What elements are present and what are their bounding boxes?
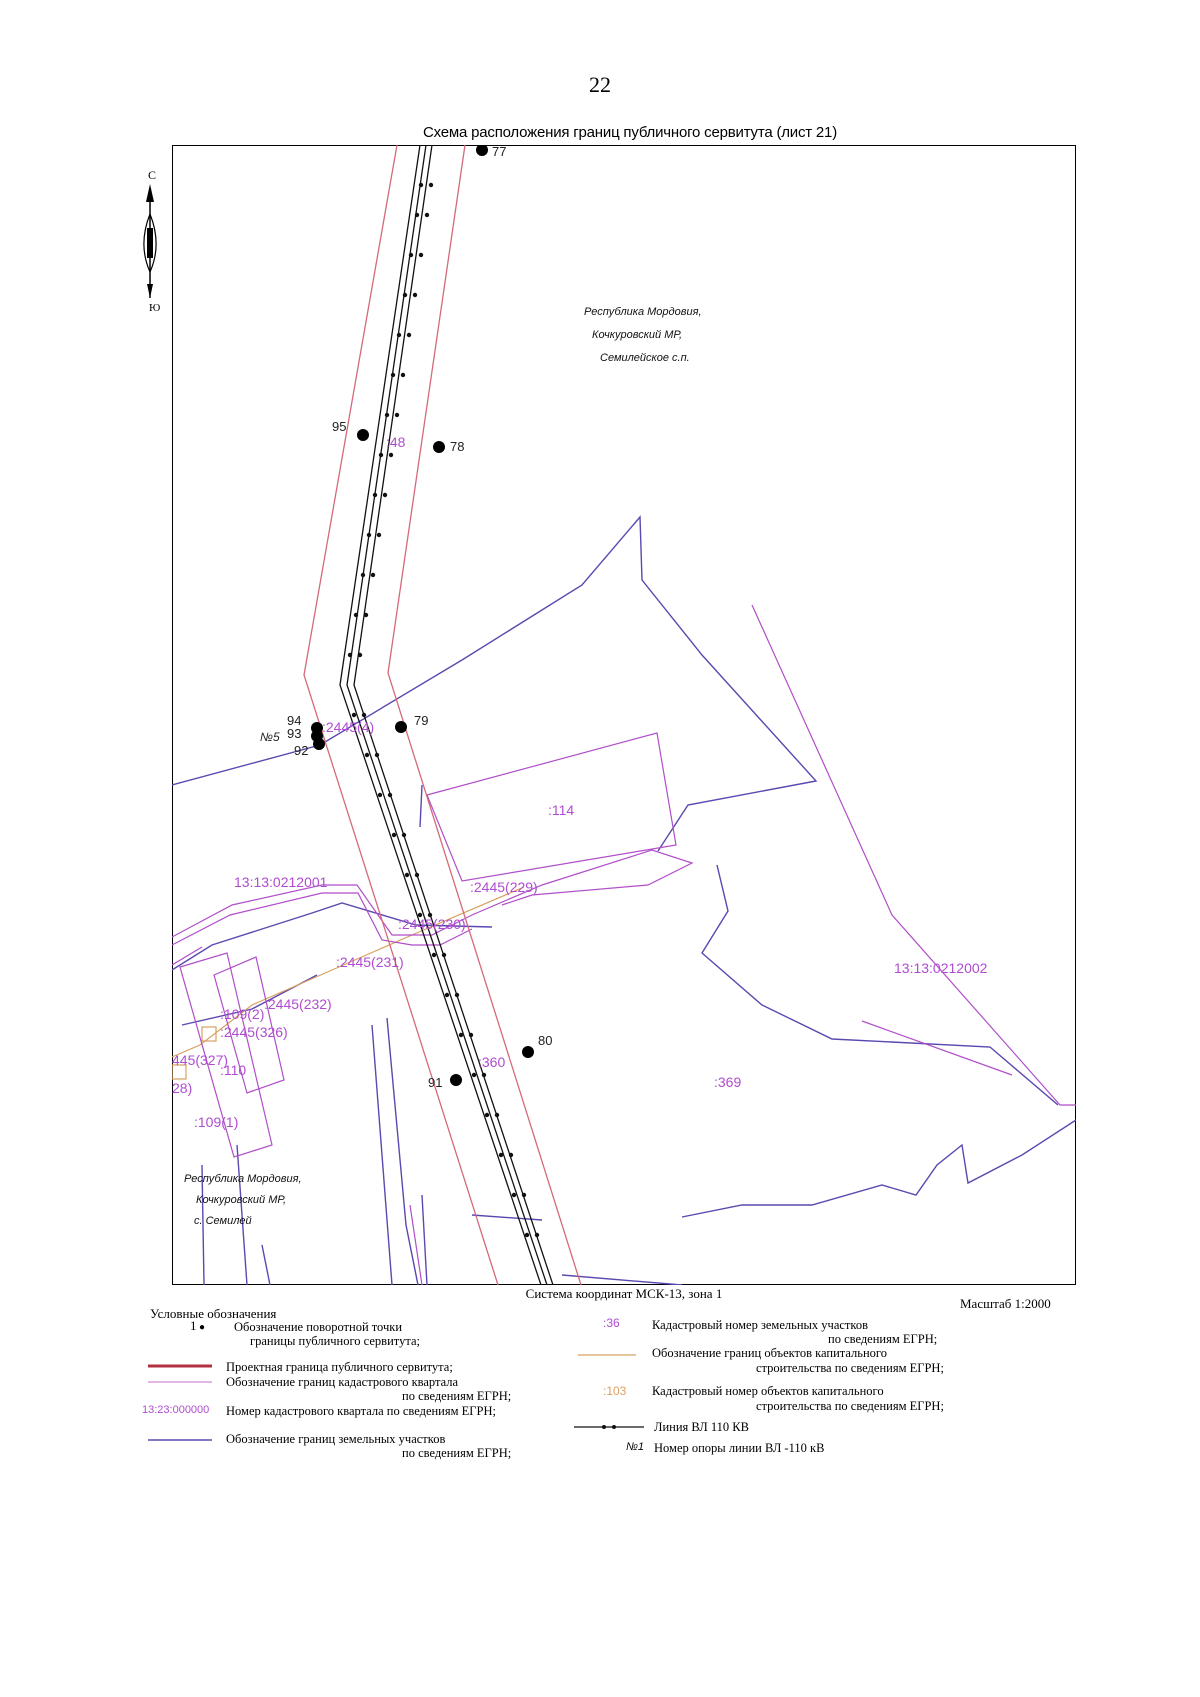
legend-power-line [574, 1425, 644, 1429]
turning-point-78 [433, 441, 445, 453]
legend-building-number-sample: :103 [603, 1384, 627, 1398]
quarter-label: 13:13:0212001 [234, 874, 328, 890]
region-label-line: Республика Мордовия, [184, 1173, 302, 1185]
map-canvas: 77 95 78 94 93 92 79 80 91 №5 :48 :2445(… [172, 145, 1076, 1285]
parcel-label: :109(1) [194, 1114, 238, 1130]
pole-label: №5 [260, 730, 280, 744]
parcel-label: :2445(231) [336, 954, 404, 970]
point-label: 92 [294, 743, 308, 758]
quarter-boundaries [172, 604, 1076, 1285]
parcel-label: :48 [386, 434, 406, 450]
legend-parcel-line [148, 1439, 212, 1441]
parcel-label: :2445(232) [264, 996, 332, 1012]
point-label: 79 [414, 713, 428, 728]
legend-point-number: 1 [190, 1318, 197, 1333]
legend-point-text-1: Обозначение поворотной точки [234, 1320, 403, 1334]
parcel-label: :2445(326) [220, 1024, 288, 1040]
parcel-label: :369 [714, 1074, 741, 1090]
point-label: 77 [492, 145, 506, 159]
map-frame [172, 145, 1076, 1285]
legend-power-line-text: Линия ВЛ 110 КВ [654, 1420, 749, 1434]
page-number: 22 [589, 72, 611, 97]
legend-quarter-text-2: по сведениям ЕГРН; [402, 1389, 512, 1403]
turning-point-91 [450, 1074, 462, 1086]
turning-point-92 [313, 738, 325, 750]
quarter-label: 13:13:0212002 [894, 960, 988, 976]
point-label: 91 [428, 1075, 442, 1090]
parcel-label: :110 [220, 1062, 246, 1078]
legend-parcel-number-text-1: Кадастровый номер земельных участков [652, 1318, 868, 1332]
legend-parcel-text-2: по сведениям ЕГРН; [402, 1446, 512, 1460]
parcel-label: 28) [172, 1080, 192, 1096]
point-label: 95 [332, 419, 346, 434]
point-label: 93 [287, 726, 301, 741]
legend-servitude-text: Проектная граница публичного сервитута; [226, 1360, 453, 1374]
legend-title: Условные обозначения [150, 1306, 277, 1321]
coordinate-system: Система координат МСК-13, зона 1 [525, 1286, 723, 1301]
legend-parcel-number-sample: :36 [603, 1316, 620, 1330]
turning-point-95 [357, 429, 369, 441]
region-label-line: Кочкуровский МР, [592, 329, 682, 341]
legend-servitude-line [148, 1364, 212, 1368]
legend-building-line [578, 1354, 636, 1356]
legend-quarter-number-text: Номер кадастрового квартала по сведениям… [226, 1404, 496, 1418]
legend-building-text-2: строительства по сведениям ЕГРН; [756, 1361, 944, 1375]
north-label-bottom: Ю [149, 302, 161, 314]
map-scale: Масштаб 1:2000 [960, 1296, 1051, 1311]
north-arrow-icon [143, 184, 157, 298]
legend-parcel-text-1: Обозначение границ земельных участков [226, 1432, 446, 1446]
north-label-top: С [148, 168, 157, 182]
legend-quarter-number-sample: 13:23:000000 [142, 1404, 210, 1416]
power-line-ticks [347, 182, 540, 1238]
region-label-line: Семилейское с.п. [600, 352, 690, 364]
region-label-line: Республика Мордовия, [584, 306, 702, 318]
parcel-label: :109(2) [220, 1006, 264, 1022]
parcel-label: 445(327) [172, 1052, 228, 1068]
parcel-label: :2445(229) [470, 879, 538, 895]
parcel-label: :114 [548, 802, 574, 818]
parcel-label: :2445(4) [322, 719, 374, 735]
power-line [339, 145, 554, 1285]
legend-building-number-text-1: Кадастровый номер объектов капитального [652, 1384, 884, 1398]
turning-point-77 [476, 145, 488, 156]
servitude-boundaries [303, 145, 582, 1285]
point-label: 94 [287, 713, 301, 728]
legend-quarter-text-1: Обозначение границ кадастрового квартала [226, 1375, 459, 1389]
parcel-label: :360 [478, 1054, 505, 1070]
legend-pole-sample: №1 [626, 1441, 645, 1453]
legend-point-text-2: границы публичного сервитута; [250, 1334, 420, 1348]
parcel-boundaries [172, 515, 1076, 1285]
legend-parcel-number-text-2: по сведениям ЕГРН; [828, 1332, 938, 1346]
point-label: 80 [538, 1033, 552, 1048]
turning-point-80 [522, 1046, 534, 1058]
map-title: Схема расположения границ публичного сер… [422, 124, 837, 141]
legend-building-number-text-2: строительства по сведениям ЕГРН; [756, 1399, 944, 1413]
turning-point-79 [395, 721, 407, 733]
parcel-label: :2445(230) [398, 916, 466, 932]
legend-quarter-line [148, 1381, 212, 1383]
point-label: 78 [450, 439, 464, 454]
legend-point-sample: 1 ● [190, 1318, 206, 1333]
region-label-line: с. Семилей [194, 1215, 252, 1227]
legend-pole-text: Номер опоры линии ВЛ -110 кВ [654, 1441, 825, 1455]
building-boundaries [172, 886, 525, 1080]
legend-building-text-1: Обозначение границ объектов капитального [652, 1346, 887, 1360]
region-label-line: Кочкуровский МР, [196, 1194, 286, 1206]
